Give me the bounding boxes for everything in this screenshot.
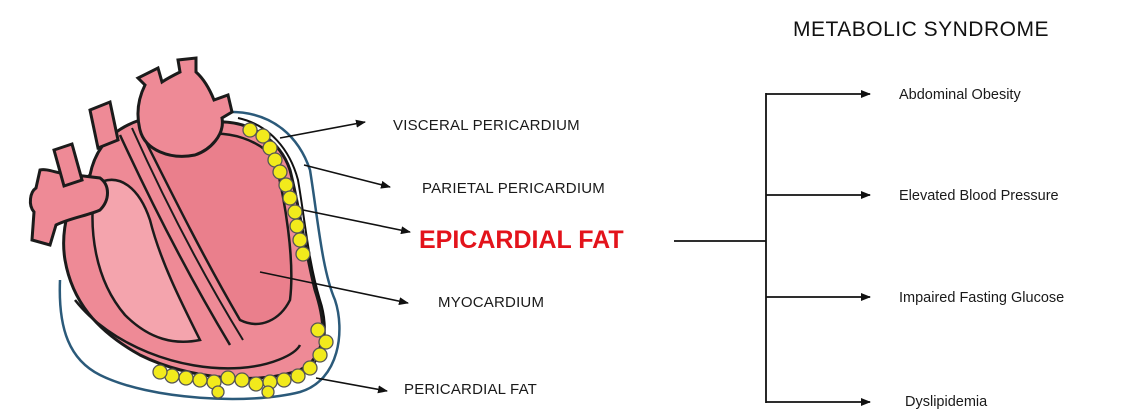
pericardial-fat-arrow [316, 378, 387, 391]
syndrome-item-abdominal-obesity: Abdominal Obesity [899, 87, 1021, 103]
label-epicardial-fat: EPICARDIAL FAT [419, 226, 624, 255]
heart-illustration [30, 58, 339, 399]
syndrome-item-dyslipidemia: Dyslipidemia [905, 394, 987, 410]
label-pericardial-fat: PERICARDIAL FAT [404, 381, 537, 398]
metabolic-syndrome-title: METABOLIC SYNDROME [793, 18, 1049, 42]
parietal-arrow [304, 165, 390, 187]
syndrome-connectors [674, 93, 870, 403]
label-visceral-pericardium: VISCERAL PERICARDIUM [393, 117, 580, 134]
label-parietal-pericardium: PARIETAL PERICARDIUM [422, 180, 605, 197]
syndrome-item-fasting-glucose: Impaired Fasting Glucose [899, 290, 1064, 306]
label-myocardium: MYOCARDIUM [438, 294, 544, 311]
visceral-arrow [280, 122, 365, 138]
syndrome-item-blood-pressure: Elevated Blood Pressure [899, 188, 1059, 204]
